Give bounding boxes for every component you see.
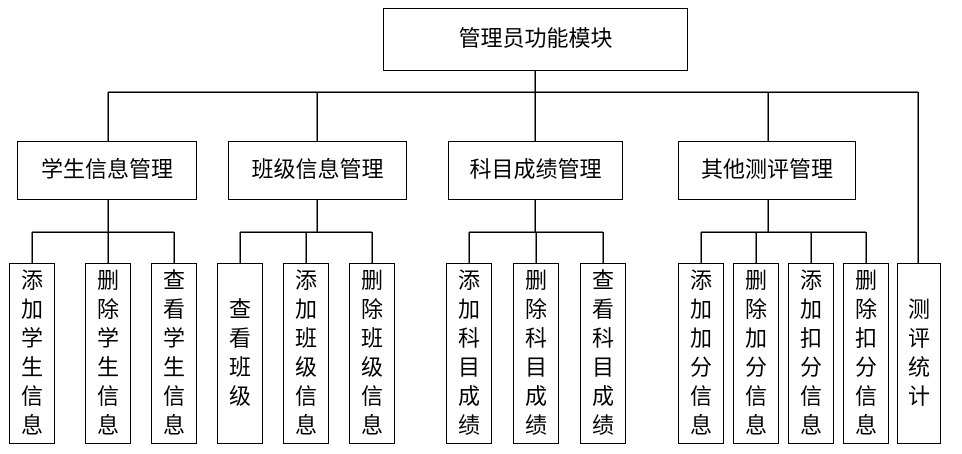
module-subject-score-management: 科目成绩管理 — [448, 141, 623, 200]
leaf-delete-bonus-info: 删除加分信息 — [733, 263, 779, 444]
leaf-view-student-info: 查看学生信息 — [151, 263, 197, 444]
leaf-label: 删除科目成绩 — [524, 268, 547, 439]
leaf-add-deduction-info: 添加扣分信息 — [788, 263, 834, 444]
root-node-label: 管理员功能模块 — [458, 26, 613, 52]
leaf-label: 删除班级信息 — [360, 268, 383, 439]
leaf-label: 添加科目成绩 — [457, 268, 480, 439]
leaf-delete-student-info: 删除学生信息 — [85, 263, 131, 444]
module-other-evaluation-management: 其他测评管理 — [678, 141, 856, 200]
root-node-admin-modules: 管理员功能模块 — [383, 8, 688, 71]
leaf-view-subject-score: 查看科目成绩 — [580, 263, 626, 444]
leaf-label: 添加扣分信息 — [799, 268, 822, 439]
leaf-label: 查看班级 — [228, 297, 251, 410]
leaf-label: 删除学生信息 — [96, 268, 119, 439]
module-label: 班级信息管理 — [251, 157, 384, 183]
module-label: 其他测评管理 — [700, 157, 833, 183]
leaf-label: 添加学生信息 — [20, 268, 43, 439]
leaf-label: 删除加分信息 — [744, 268, 767, 439]
leaf-label: 添加班级信息 — [294, 268, 317, 439]
leaf-label: 添加加分信息 — [689, 268, 712, 439]
leaf-view-class: 查看班级 — [217, 263, 263, 444]
leaf-label: 删除扣分信息 — [854, 268, 877, 439]
module-class-info-management: 班级信息管理 — [228, 141, 407, 200]
module-student-info-management: 学生信息管理 — [17, 141, 197, 200]
leaf-label: 查看学生信息 — [162, 268, 185, 439]
leaf-add-student-info: 添加学生信息 — [9, 263, 55, 444]
leaf-add-class-info: 添加班级信息 — [283, 263, 329, 444]
leaf-add-bonus-info: 添加加分信息 — [678, 263, 724, 444]
leaf-add-subject-score: 添加科目成绩 — [446, 263, 492, 444]
leaf-label: 查看科目成绩 — [591, 268, 614, 439]
leaf-label: 测评统计 — [907, 297, 930, 410]
leaf-delete-class-info: 删除班级信息 — [349, 263, 395, 444]
module-label: 学生信息管理 — [40, 157, 173, 183]
leaf-evaluation-statistics: 测评统计 — [897, 263, 941, 444]
module-label: 科目成绩管理 — [469, 157, 602, 183]
leaf-delete-subject-score: 删除科目成绩 — [513, 263, 559, 444]
leaf-delete-deduction-info: 删除扣分信息 — [843, 263, 889, 444]
